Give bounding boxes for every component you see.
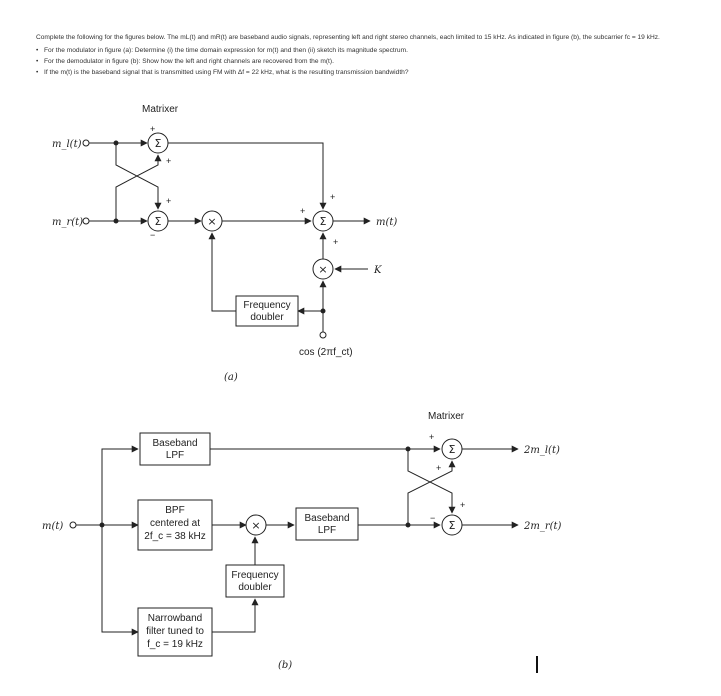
label-mr-input: m_r(t) [52,217,83,228]
label-ml-input: m_l(t) [52,139,82,150]
matrixer-title-a: Matrixer [142,104,179,115]
doubler-label-line2: doubler [250,312,284,323]
doubler-b-line2: doubler [238,582,272,593]
wire-narrow-to-doubler [212,598,259,633]
sign-plus: + [436,463,441,473]
narrowband-line3: f_c = 19 kHz [147,639,203,650]
caption-b: (b) [278,660,292,671]
label-out-right: 2m_r(t) [523,521,562,532]
doubler-label-line1: Frequency [243,300,290,311]
question-item: For the modulator in figure (a): Determi… [36,45,696,56]
wire-doubler-to-mult [208,232,236,312]
lpf-mid-line1: Baseband [304,513,349,524]
label-m-output: m(t) [376,217,397,228]
figure-a-modulator [82,132,371,339]
bpf-38khz [137,499,213,551]
question-item: For the demodulator in figure (b): Show … [36,56,696,67]
figure-a-labels: Matrixer m_l(t) m_r(t) Σ Σ Σ × × + + + −… [52,104,397,383]
sign-plus: + [330,192,335,202]
narrowband-line1: Narrowband [148,613,202,624]
question-intro: Complete the following for the figures b… [36,34,660,41]
wire-cross-b1 [407,449,456,514]
bpf-line2: centered at [150,518,200,529]
sigma-symbol: Σ [449,519,456,532]
bpf-line3: 2f_c = 38 kHz [144,531,205,542]
bpf-line1: BPF [165,505,184,516]
wire-m-to-narrowband [101,525,139,636]
sigma-symbol: Σ [449,443,456,456]
carrier-terminal [319,331,327,339]
question-item: If the m(t) is the baseband signal that … [36,67,696,78]
times-symbol: × [318,263,327,276]
lpf-mid-line2: LPF [318,525,336,536]
doubler-b-line1: Frequency [231,570,278,581]
label-out-left: 2m_l(t) [523,445,560,456]
sign-plus: + [150,124,155,134]
label-carrier: cos (2πf_ct) [299,347,353,358]
sign-minus: − [150,230,155,240]
input-terminal-right [82,217,90,225]
sigma-symbol: Σ [155,215,162,228]
wire-cross-b2 [407,460,456,525]
figure-b-labels: Matrixer m(t) Baseband LPF BPF centered … [42,411,562,671]
input-terminal-m [69,521,77,529]
wire-cross-mr-to-sum1 [115,154,162,221]
lpf-top-line2: LPF [166,450,184,461]
label-gain-k: K [373,265,382,276]
baseband-lpf-top [139,432,211,466]
narrowband-filter [137,607,213,657]
sign-plus: + [429,432,434,442]
wire-m-to-lpf [101,445,139,525]
lpf-top-line1: Baseband [152,438,197,449]
sign-plus: + [166,196,171,206]
frequency-doubler-a [235,295,299,327]
sign-plus: + [460,500,465,510]
question-list: For the modulator in figure (a): Determi… [36,45,696,78]
text-cursor [536,656,538,673]
sign-plus: + [166,156,171,166]
sign-minus: − [430,513,435,523]
wire-sum-to-output-summer [168,142,327,210]
sigma-symbol: Σ [155,137,162,150]
sign-plus: + [300,206,305,216]
question-text: Complete the following for the figures b… [36,32,696,78]
baseband-lpf-mid [295,507,359,541]
caption-a: (a) [224,372,238,383]
times-symbol: × [207,215,216,228]
frequency-doubler-b [225,564,285,598]
figure-b-demodulator [69,432,519,657]
label-m-input: m(t) [42,521,63,532]
times-symbol: × [251,519,260,532]
narrowband-line2: filter tuned to [146,626,204,637]
sigma-symbol: Σ [320,215,327,228]
input-terminal-left [82,139,90,147]
matrixer-title-b: Matrixer [428,411,465,422]
sign-plus: + [333,237,338,247]
